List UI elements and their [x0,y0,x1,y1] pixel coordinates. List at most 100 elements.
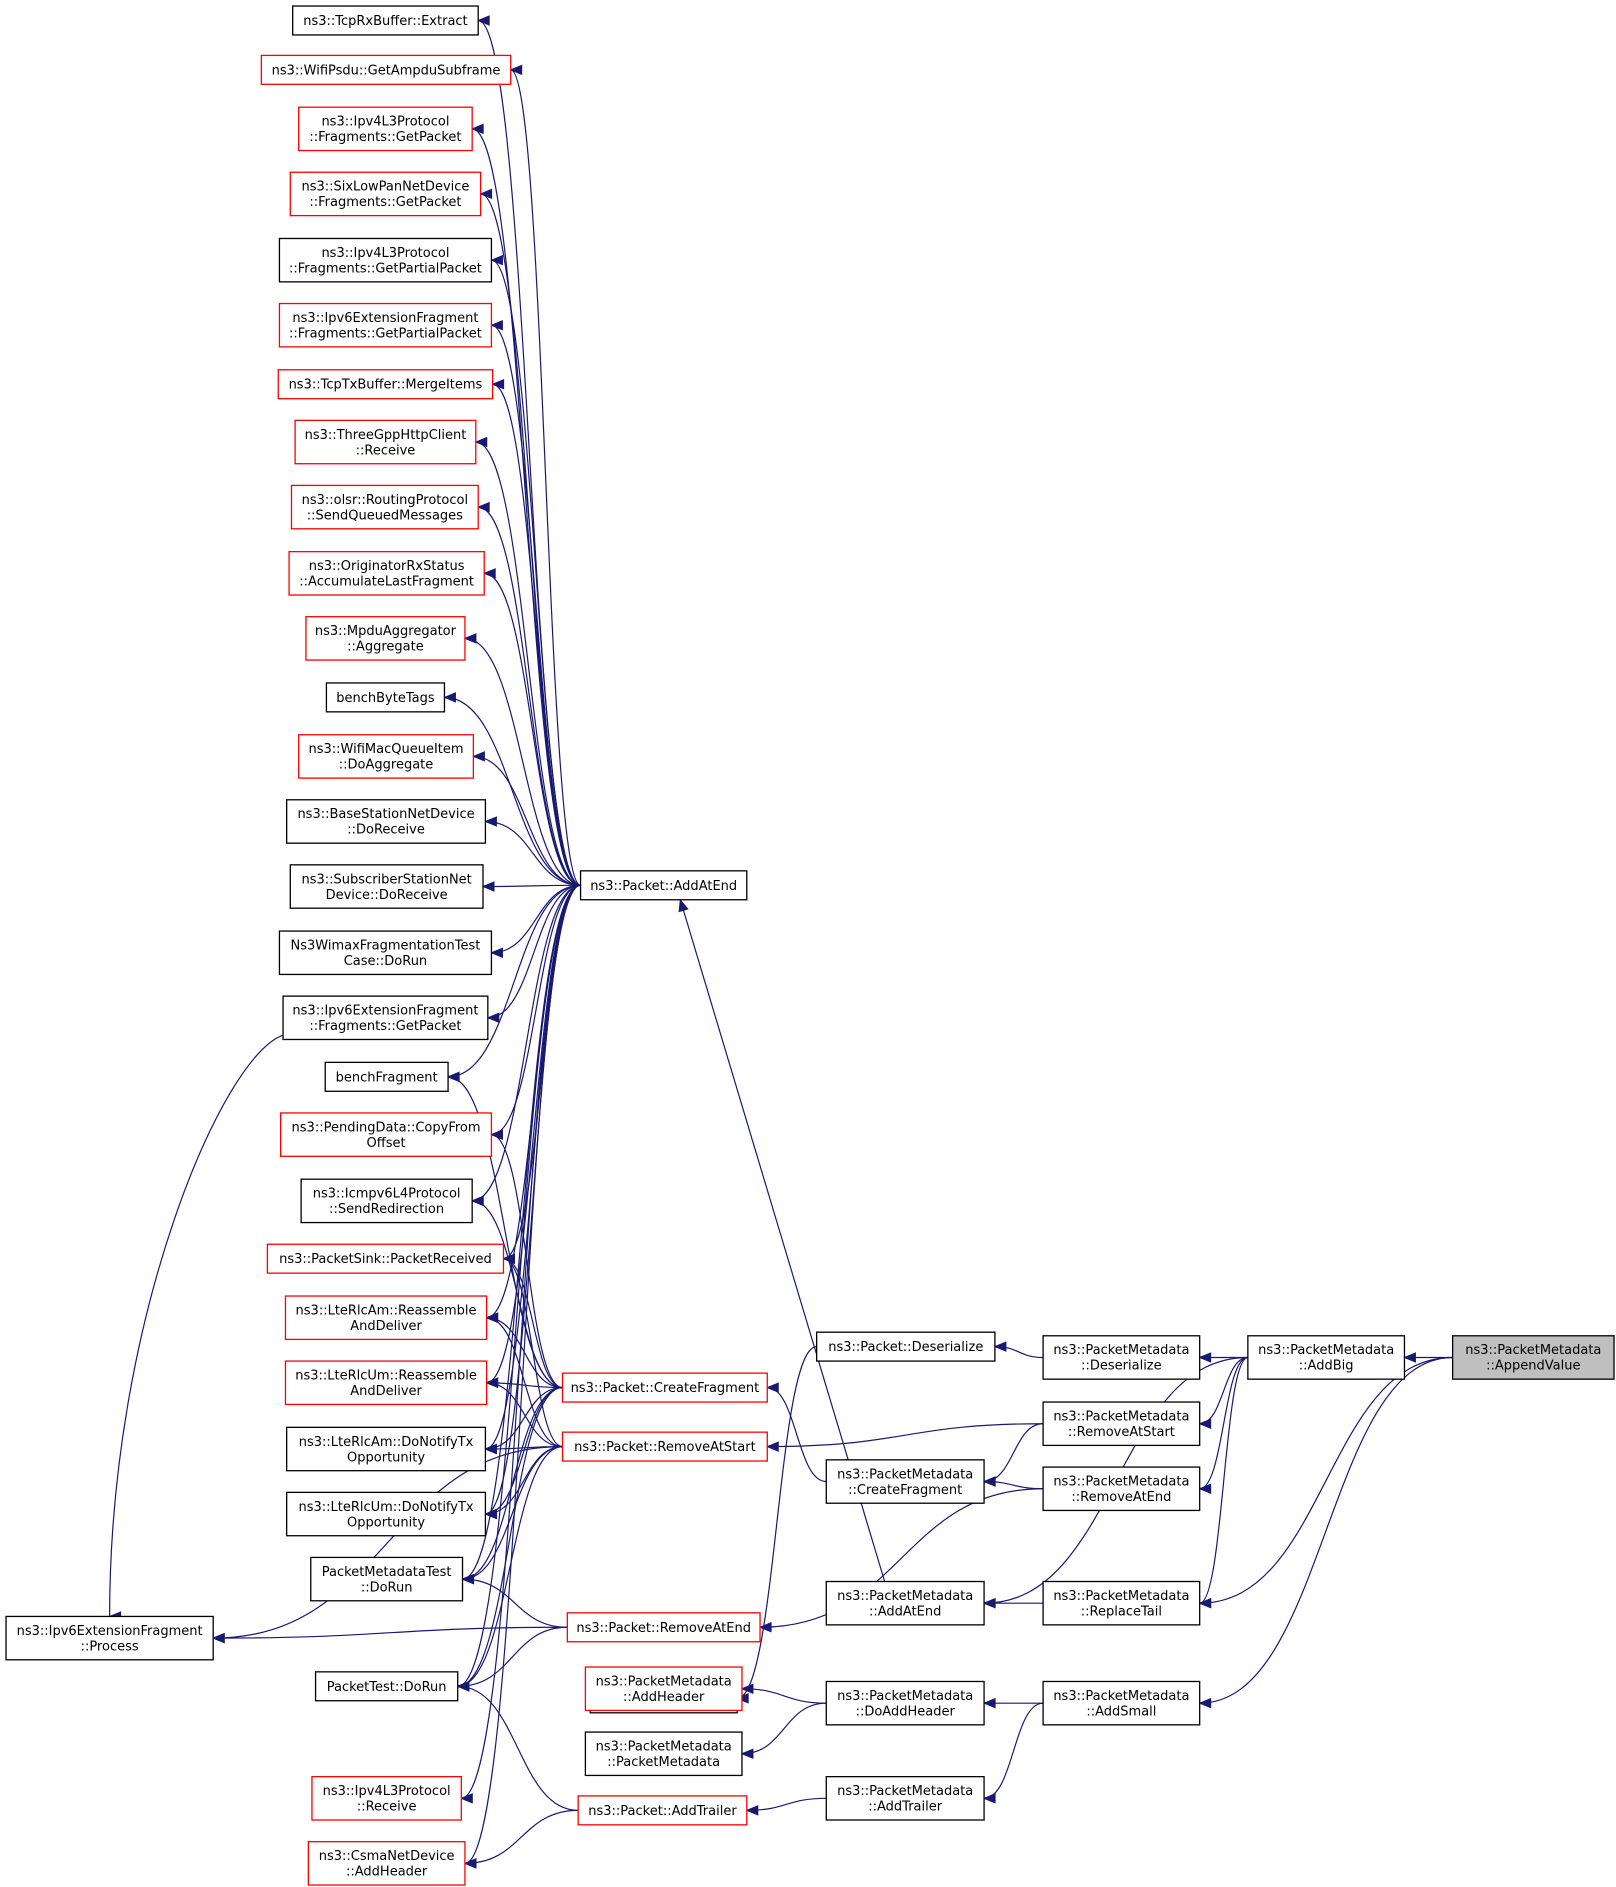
node-addatend[interactable]: ns3::Packet::AddAtEnd [579,870,748,901]
node-pmaddbig[interactable]: ns3::PacketMetadata::AddBig [1247,1335,1406,1380]
node-createfrag[interactable]: ns3::Packet::CreateFragment [561,1372,768,1403]
node-box[interactable] [825,1580,985,1626]
node-ipv6partial[interactable]: ns3::Ipv6ExtensionFragment::Fragments::G… [278,302,493,348]
node-box[interactable] [288,551,485,596]
node-box[interactable] [1042,1680,1201,1726]
node-addtrailer[interactable]: ns3::Packet::AddTrailer [577,1795,748,1826]
node-box[interactable] [310,1556,464,1602]
node-subst[interactable]: ns3::SubscriberStationNetDevice::DoRecei… [289,864,484,909]
node-deser[interactable]: ns3::Packet::Deserialize [816,1331,996,1362]
edge-createfrag-to-pmcreatefrag [765,1382,827,1483]
node-pmdeser[interactable]: ns3::PacketMetadata::Deserialize [1042,1335,1201,1380]
node-benchbyte[interactable]: benchByteTags [325,682,446,713]
node-csma[interactable]: ns3::CsmaNetDevice::AddHeader [307,1841,466,1886]
node-box[interactable] [561,1372,768,1403]
node-box[interactable] [825,1680,985,1726]
node-pmaddatend[interactable]: ns3::PacketMetadata::AddAtEnd [825,1580,985,1626]
node-box[interactable] [1247,1335,1406,1380]
node-box[interactable] [292,5,479,36]
node-pmtest[interactable]: PacketMetadataTest::DoRun [310,1556,464,1602]
node-box[interactable] [282,995,489,1041]
node-box[interactable] [286,799,487,844]
node-box[interactable] [289,864,484,909]
node-box[interactable] [278,237,493,283]
node-icmp[interactable]: ns3::Icmpv6L4Protocol::SendRedirection [300,1178,473,1224]
node-box[interactable] [584,1666,743,1712]
node-ipv6proc[interactable]: ns3::Ipv6ExtensionFragment::Process [5,1615,214,1661]
node-benchfrag[interactable]: benchFragment [324,1061,449,1092]
node-box[interactable] [277,369,494,400]
node-box[interactable] [278,302,493,348]
node-pmpm[interactable]: ns3::PacketMetadata::PacketMetadata [584,1731,743,1777]
node-box[interactable] [579,870,748,901]
node-olsr[interactable]: ns3::olsr::RoutingProtocol::SendQueuedMe… [290,484,479,530]
node-pmcreatefrag[interactable]: ns3::PacketMetadata::CreateFragment [825,1459,985,1504]
node-tcptx[interactable]: ns3::TcpTxBuffer::MergeItems [277,369,494,400]
node-mpdu[interactable]: ns3::MpduAggregator::Aggregate [305,616,466,661]
node-basest[interactable]: ns3::BaseStationNetDevice::DoReceive [286,799,487,844]
node-box[interactable] [314,1671,459,1702]
node-tcprx[interactable]: ns3::TcpRxBuffer::Extract [292,5,479,36]
node-box[interactable] [289,171,482,217]
node-box[interactable] [816,1331,996,1362]
node-box[interactable] [311,1775,462,1821]
node-box[interactable] [325,682,446,713]
node-wifimac[interactable]: ns3::WifiMacQueueItem::DoAggregate [298,734,475,779]
node-box[interactable] [279,1112,493,1157]
node-box[interactable] [1042,1335,1201,1380]
node-pmremoveend[interactable]: ns3::PacketMetadata::RemoveAtEnd [1042,1466,1201,1512]
node-pktest[interactable]: PacketTest::DoRun [314,1671,459,1702]
node-ipv4partial[interactable]: ns3::Ipv4L3Protocol::Fragments::GetParti… [278,237,493,283]
node-box[interactable] [5,1615,214,1661]
node-psink[interactable]: ns3::PacketSink::PacketReceived [266,1243,505,1274]
node-box[interactable] [1451,1335,1615,1380]
node-box[interactable] [1042,1466,1201,1512]
node-pmaddheader[interactable]: ns3::PacketMetadata::AddHeader [584,1666,743,1712]
node-box[interactable] [1042,1401,1201,1447]
node-box[interactable] [260,54,512,85]
node-box[interactable] [284,1360,488,1406]
node-box[interactable] [561,1431,768,1462]
node-box[interactable] [825,1459,985,1504]
node-pmreplacetail[interactable]: ns3::PacketMetadata::ReplaceTail [1042,1580,1201,1626]
node-box[interactable] [825,1775,985,1821]
node-box[interactable] [307,1841,466,1886]
edge-arrowhead [740,1683,754,1694]
node-pmaddtrailer[interactable]: ns3::PacketMetadata::AddTrailer [825,1775,985,1821]
node-ipv6getpkt[interactable]: ns3::Ipv6ExtensionFragment::Fragments::G… [282,995,489,1041]
node-ipv4frag[interactable]: ns3::Ipv4L3Protocol::Fragments::GetPacke… [298,106,473,152]
node-box[interactable] [286,1426,487,1472]
node-removeend[interactable]: ns3::Packet::RemoveAtEnd [566,1612,761,1643]
node-box[interactable] [294,419,477,465]
node-pmdoaddheader[interactable]: ns3::PacketMetadata::DoAddHeader [825,1680,985,1726]
node-box[interactable] [584,1731,743,1777]
node-box[interactable] [266,1243,505,1274]
node-box[interactable] [305,616,466,661]
node-box[interactable] [577,1795,748,1826]
node-ipv4recv[interactable]: ns3::Ipv4L3Protocol::Receive [311,1775,462,1821]
node-pmremovestart[interactable]: ns3::PacketMetadata::RemoveAtStart [1042,1401,1201,1447]
node-wifipsdu[interactable]: ns3::WifiPsdu::GetAmpduSubframe [260,54,512,85]
node-box[interactable] [566,1612,761,1643]
node-http[interactable]: ns3::ThreeGppHttpClient::Receive [294,419,477,465]
node-box[interactable] [1042,1580,1201,1626]
node-box[interactable] [290,484,479,530]
node-box[interactable] [324,1061,449,1092]
node-orig[interactable]: ns3::OriginatorRxStatus::AccumulateLastF… [288,551,485,596]
node-pmappend[interactable]: ns3::PacketMetadata::AppendValue [1451,1335,1615,1380]
node-box[interactable] [298,734,475,779]
node-pmaddsmall[interactable]: ns3::PacketMetadata::AddSmall [1042,1680,1201,1726]
node-sixlow[interactable]: ns3::SixLowPanNetDevice::Fragments::GetP… [289,171,482,217]
node-removestart[interactable]: ns3::Packet::RemoveAtStart [561,1431,768,1462]
node-box[interactable] [300,1178,473,1224]
node-box[interactable] [278,930,493,976]
node-box[interactable] [284,1295,488,1341]
node-box[interactable] [298,106,473,152]
node-box[interactable] [286,1491,487,1537]
